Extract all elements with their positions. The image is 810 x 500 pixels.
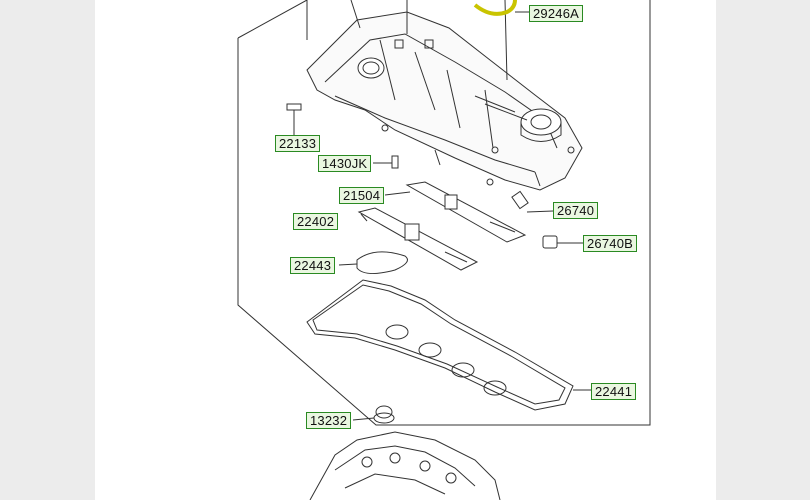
clip-29246a-drawing [473, 0, 517, 16]
part-label-26740[interactable]: 26740 [553, 202, 599, 219]
gasket-22441-drawing [306, 279, 591, 411]
gasket-22443-drawing [338, 251, 408, 274]
part-label-21504[interactable]: 21504 [339, 187, 385, 204]
separator-22402-drawing [357, 207, 479, 271]
assembly-boundary-frame [237, 0, 651, 426]
part-label-22402[interactable]: 22402 [293, 213, 339, 230]
diagram-page: 29246A 22133 1430JK 21504 26740 22402 26… [95, 0, 716, 500]
part-label-22443[interactable]: 22443 [290, 257, 336, 274]
part-label-1430jk[interactable]: 1430JK [318, 155, 372, 172]
part-label-29246a[interactable]: 29246A [529, 5, 584, 22]
oil-cap-13232-drawing [352, 405, 395, 424]
pin-1430jk-drawing [373, 155, 399, 169]
part-label-22441[interactable]: 22441 [591, 383, 637, 400]
rocker-cover-drawing [306, 0, 583, 191]
cylinder-head-drawing [309, 431, 501, 500]
bolt-22133-drawing [286, 103, 302, 135]
cap-26740b-drawing [542, 235, 583, 249]
baffle-plate-21504-drawing [384, 181, 527, 243]
part-label-22133[interactable]: 22133 [275, 135, 321, 152]
exploded-parts-diagram [237, 0, 651, 500]
part-label-26740b[interactable]: 26740B [583, 235, 638, 252]
pcv-valve-26740-drawing [511, 190, 554, 213]
part-label-13232[interactable]: 13232 [306, 412, 352, 429]
